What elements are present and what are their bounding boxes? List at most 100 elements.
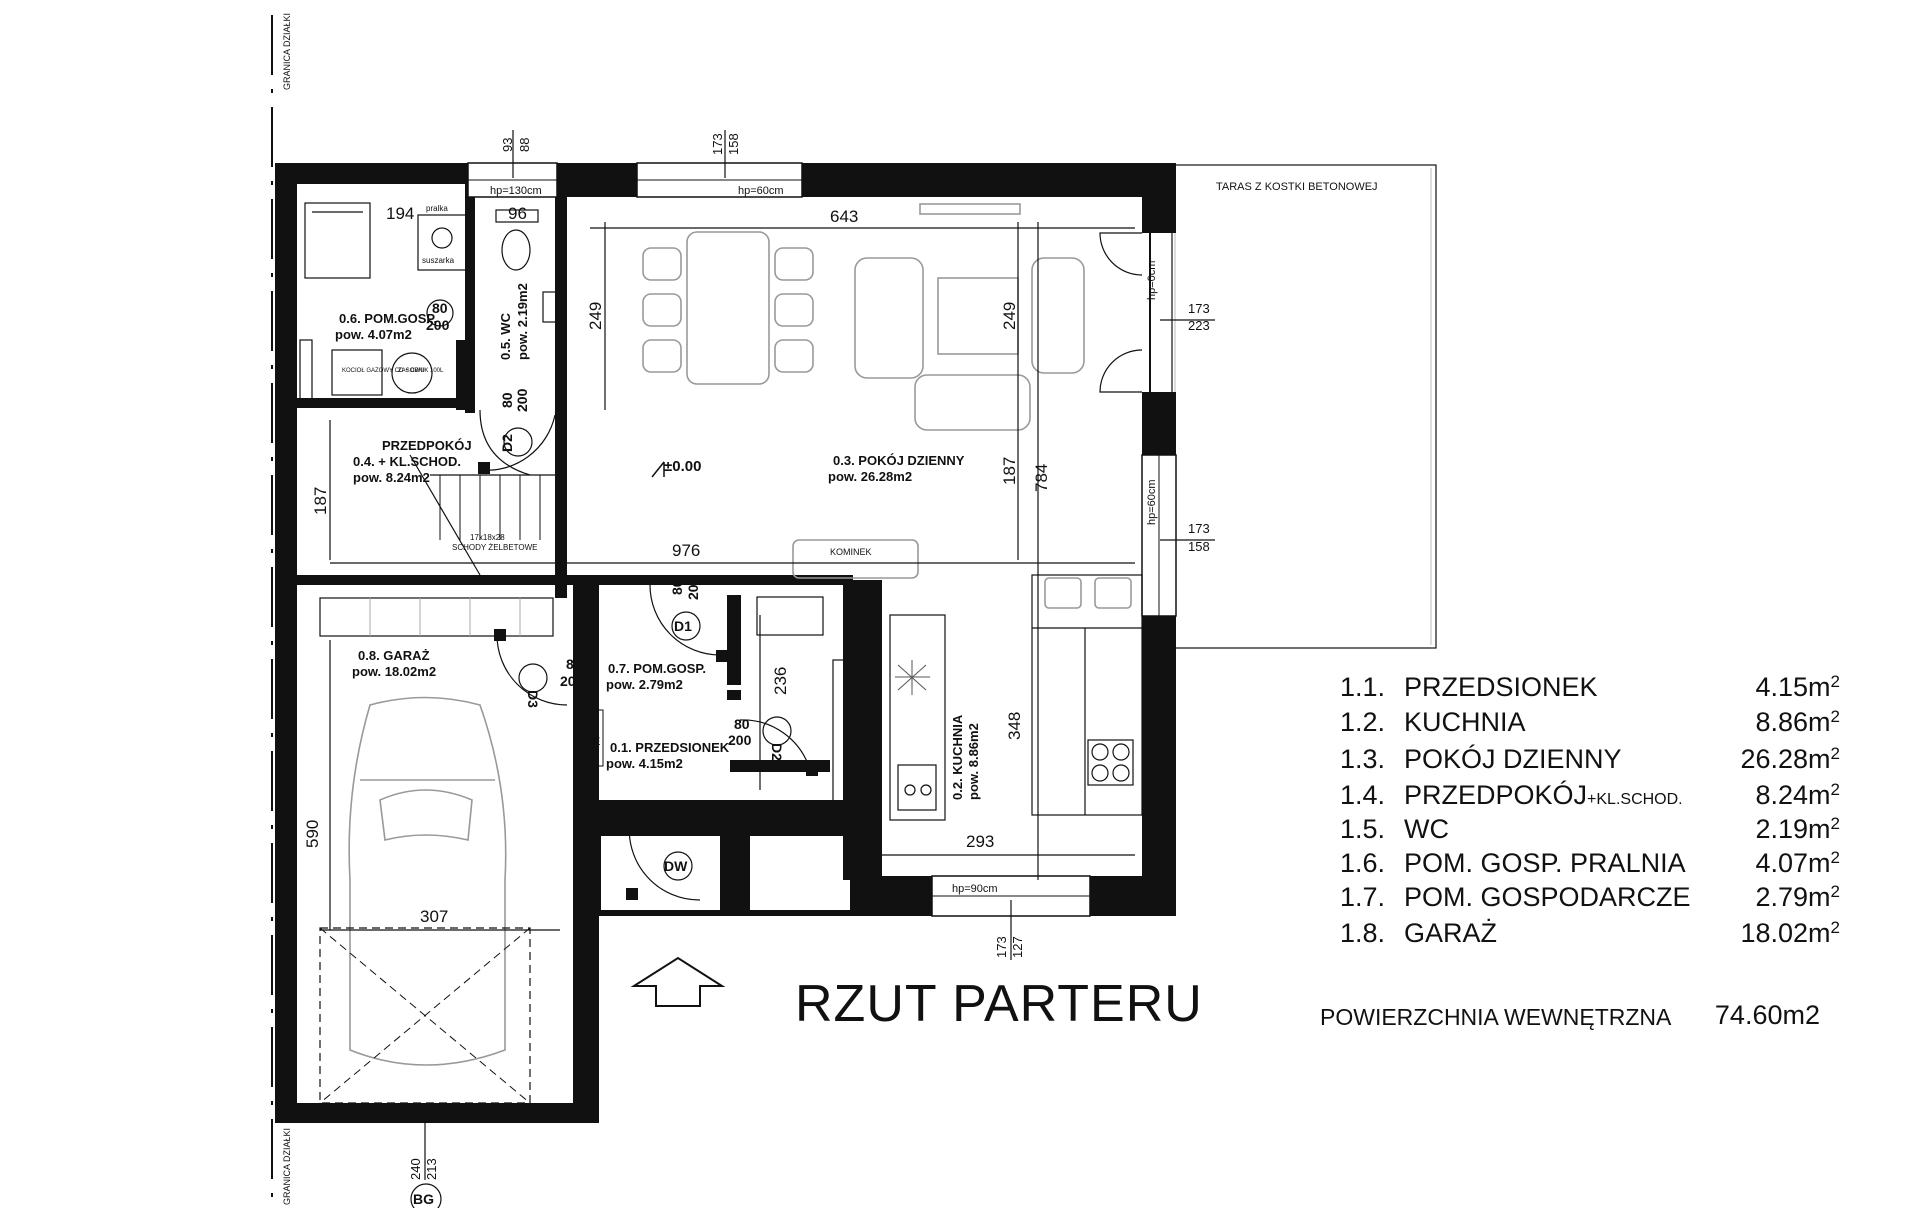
fireplace-label: KOMINEK <box>830 547 872 557</box>
door-tag-d3: D3 <box>525 690 541 708</box>
window-dimension-labels: 93 88 173 158 173 223 173 158 173 127 24… <box>408 133 1210 1180</box>
door-tag-d1: D1 <box>674 618 692 634</box>
legend-num: 1.6. <box>1340 848 1386 878</box>
wc-fixtures <box>495 209 558 323</box>
window-label-2: hp=60cm <box>738 185 784 197</box>
legend-row: 1.4. PRZEDPOKÓJ+KL.SCHOD. 8.24m2 <box>1340 780 1860 814</box>
wdim-top1-a: 93 <box>500 138 515 152</box>
pom-h: 200 <box>426 317 450 333</box>
door-size-labels: 80 200 80 200 80 200 80 200 80 200 100 2… <box>426 300 752 836</box>
dim-236: 236 <box>771 667 790 695</box>
tv-unit <box>919 203 1021 215</box>
legend-row: 1.7. POM. GOSPODARCZE 2.79m2 <box>1340 882 1860 916</box>
window-label-5: hp=90cm <box>952 883 998 895</box>
tank-label: ZASOBNIK 100L <box>398 368 444 374</box>
legend-area: 8.24m2 <box>1755 780 1840 810</box>
legend-name: PRZEDPOKÓJ+KL.SCHOD. <box>1404 780 1683 810</box>
dim-784: 784 <box>1032 464 1051 492</box>
suszarka-label: suszarka <box>422 256 455 265</box>
legend-name: POM. GOSPODARCZE <box>1404 882 1691 912</box>
re-label: RE <box>585 736 600 748</box>
dining-set <box>642 231 814 385</box>
legend-area: 26.28m2 <box>1740 744 1840 774</box>
d2-top-h: 200 <box>514 388 530 412</box>
exterior-walls <box>275 163 1176 1123</box>
legend-area: 4.15m2 <box>1755 672 1840 702</box>
dim-643: 643 <box>830 207 858 226</box>
total-area: POWIERZCHNIA WEWNĘTRZNA 74.60m2 <box>1320 1000 1860 1031</box>
total-value: 74.60m2 <box>1714 1000 1820 1030</box>
fireplace: KOMINEK <box>792 539 919 579</box>
plan-title: RZUT PARTERU <box>795 975 1203 1033</box>
legend-area: 18.02m2 <box>1740 918 1840 948</box>
room-name-przedpokoj-top: PRZEDPOKÓJ <box>382 438 472 453</box>
stairs-label: SCHODY ŻELBETOWE <box>452 543 538 552</box>
wdim-r1-a: 173 <box>1188 301 1210 316</box>
door-swings: RE <box>478 414 818 901</box>
door-tag-bg: BG <box>413 1191 434 1207</box>
pralka-label: pralka <box>426 204 448 213</box>
d1-h: 200 <box>685 576 701 600</box>
dim-293: 293 <box>966 832 994 851</box>
wdim-bot-b: 127 <box>1010 936 1025 958</box>
terrace-label: TARAS Z KOSTKI BETONOWEJ <box>1216 181 1378 193</box>
window-label-3: hp=0cm <box>1146 261 1158 300</box>
kitchen-column <box>832 659 862 806</box>
door-tag-d2-top: D2 <box>499 434 515 452</box>
dw-h: 200 <box>680 812 696 836</box>
dim-307: 307 <box>420 907 448 926</box>
dim-187-a: 187 <box>311 487 330 515</box>
wdim-bot-a: 173 <box>994 936 1009 958</box>
legend-row: 1.1. PRZEDSIONEK 4.15m2 <box>1340 672 1860 706</box>
room-area-pom-gosp2: pow. 2.79m2 <box>606 677 683 692</box>
dim-187-b: 187 <box>1000 457 1019 485</box>
room-name-garaz: 0.8. GARAŻ <box>358 648 430 663</box>
legend-row: 1.3. POKÓJ DZIENNY 26.28m2 <box>1340 744 1860 778</box>
d1-w: 80 <box>669 579 685 595</box>
d2-top-w: 80 <box>499 392 515 408</box>
legend-num: 1.5. <box>1340 814 1386 844</box>
windows: hp=130cm hp=60cm hp=0cm hp=60cm hp=90cm <box>467 162 1177 917</box>
dim-249-a: 249 <box>586 302 605 330</box>
window-label-4: hp=60cm <box>1146 479 1158 525</box>
dimension-labels: 194 96 643 249 249 187 187 784 976 236 3… <box>303 204 1051 926</box>
pom-w: 80 <box>432 300 448 316</box>
room-area-przedpokoj: pow. 8.24m2 <box>353 470 430 485</box>
entrance-arrow-icon <box>630 956 726 1007</box>
legend-area: 2.79m2 <box>1755 882 1840 912</box>
legend-row: 1.2. KUCHNIA 8.86m2 <box>1340 707 1860 741</box>
legend-area: 4.07m2 <box>1755 848 1840 878</box>
wdim-top1-b: 88 <box>517 138 532 152</box>
wdim-r1-b: 223 <box>1188 318 1210 333</box>
legend-num: 1.4. <box>1340 780 1386 810</box>
staircase: 17x18x28 SCHODY ŻELBETOWE <box>409 409 561 580</box>
dim-348: 348 <box>1005 712 1024 740</box>
car-outline <box>348 696 507 1066</box>
room-area-garaz: pow. 18.02m2 <box>352 664 436 679</box>
room-area-pom-gosp: pow. 4.07m2 <box>335 327 412 342</box>
wdim-r2-b: 158 <box>1188 539 1210 554</box>
legend-area: 2.19m2 <box>1755 814 1840 844</box>
door-markers: D2 D1 D3 D2 DW BG <box>410 427 792 1208</box>
window-label-1: hp=130cm <box>490 185 542 197</box>
legend-area: 8.86m2 <box>1755 707 1840 737</box>
room-name-pom-gosp: 0.6. POM.GOSP. <box>339 311 437 326</box>
dw-w: 100 <box>664 812 680 836</box>
legend-row: 1.6. POM. GOSP. PRALNIA 4.07m2 <box>1340 848 1860 882</box>
sofa-set <box>854 257 1085 431</box>
garage-cabinets <box>319 597 554 637</box>
wdim-top2-b: 158 <box>726 133 741 155</box>
legend-row: 1.8. GARAŻ 18.02m2 <box>1340 918 1860 952</box>
room-area-pokoj: pow. 26.28m2 <box>828 469 912 484</box>
room-area-przedsionek: pow. 4.15m2 <box>606 756 683 771</box>
room-area-wc: pow. 2.19m2 <box>515 283 530 360</box>
kitchen-fittings <box>889 574 1143 821</box>
room-name-przedsionek: 0.1. PRZEDSIONEK <box>610 740 730 755</box>
utility-fixtures: pralka suszarka KOCIOŁ GAZOWY CO + CWU Z… <box>299 202 467 401</box>
legend-num: 1.7. <box>1340 882 1386 912</box>
plot-border-label-bottom: GRANICA DZIAŁKI <box>282 1128 292 1205</box>
legend-name: POM. GOSP. PRALNIA <box>1404 848 1686 878</box>
wdim-top2-a: 173 <box>710 133 725 155</box>
plot-border-label-top: GRANICA DZIAŁKI <box>282 13 292 90</box>
legend-num: 1.3. <box>1340 744 1386 774</box>
